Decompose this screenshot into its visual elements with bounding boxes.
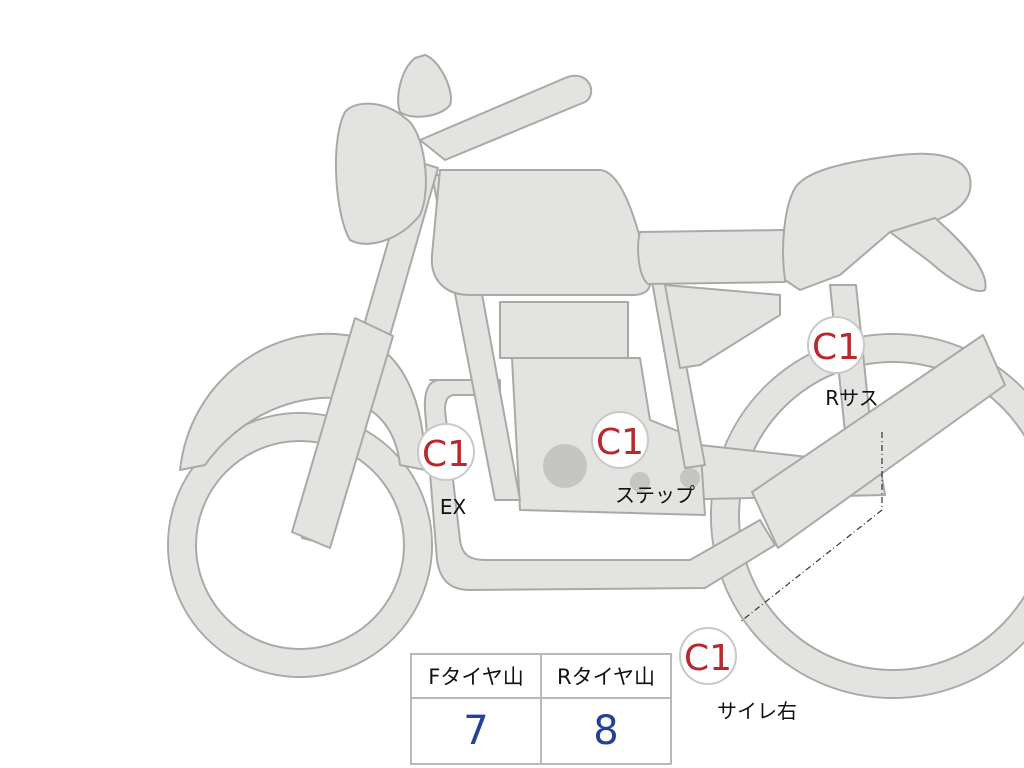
marker-silencer-right[interactable]: C1 サイレ右 <box>679 627 797 723</box>
front-tire-header: Fタイヤ山 <box>410 653 542 699</box>
tire-tread-table: Fタイヤ山 Rタイヤ山 7 8 <box>410 653 672 765</box>
front-wheel <box>167 412 433 678</box>
footpeg-right <box>680 468 700 488</box>
marker-step-circle <box>591 411 649 469</box>
seat-rear <box>782 152 972 291</box>
rear-wheel <box>710 333 1024 699</box>
front-tire-value: 7 <box>410 697 542 765</box>
marker-silencer-right-code: C1 <box>684 638 732 679</box>
marker-rear-suspension-code: C1 <box>812 327 860 368</box>
marker-step[interactable]: C1 ステップ <box>591 411 695 507</box>
marker-ex-circle <box>417 423 475 481</box>
marker-step-code: C1 <box>596 422 644 463</box>
marker-rear-suspension-label: Rサス <box>825 386 879 410</box>
engine-cover <box>543 444 587 488</box>
handlebar <box>419 74 593 161</box>
muffler <box>751 334 1006 549</box>
seat-front <box>637 229 786 285</box>
fuel-tank <box>430 169 652 296</box>
marker-ex-code: C1 <box>422 434 470 475</box>
silencer-leader-line <box>739 432 883 623</box>
marker-silencer-right-circle <box>679 627 737 685</box>
rear-tire-value: 8 <box>540 697 672 765</box>
marker-rear-suspension[interactable]: C1 Rサス <box>807 316 879 410</box>
exhaust-pipe <box>423 379 776 591</box>
marker-silencer-right-label: サイレ右 <box>717 699 797 723</box>
marker-rear-suspension-circle <box>807 316 865 374</box>
fork-lower <box>291 317 394 549</box>
rear-tire-header: Rタイヤ山 <box>540 653 672 699</box>
mirror <box>397 54 452 118</box>
side-cover <box>664 284 781 369</box>
engine-head <box>499 301 629 359</box>
footpeg-left <box>630 472 650 492</box>
marker-ex-label: EX <box>440 495 467 519</box>
tail-cowl <box>889 217 987 292</box>
marker-step-label: ステップ <box>615 483 695 507</box>
marker-ex[interactable]: C1 EX <box>417 423 475 519</box>
headlight <box>334 102 427 245</box>
